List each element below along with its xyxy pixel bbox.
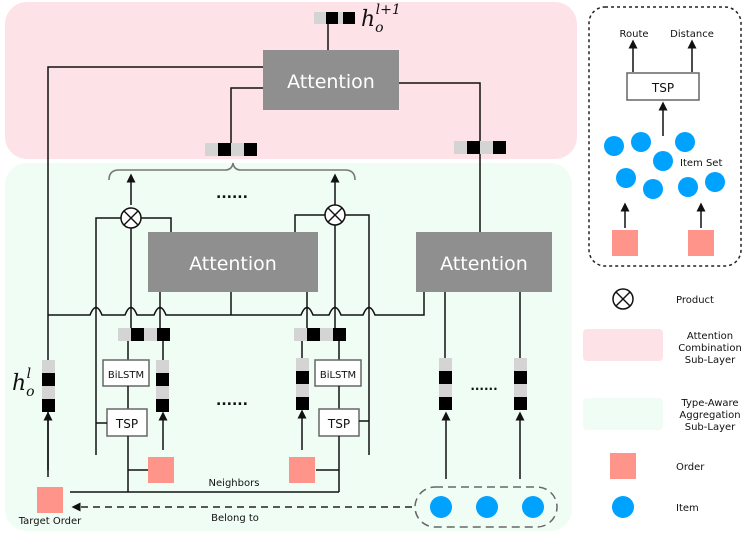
item-set-label: Item Set — [680, 158, 722, 169]
svg-text:Item: Item — [676, 503, 699, 514]
inset-item — [616, 168, 636, 188]
neighbor-order-vector-right — [296, 358, 309, 410]
neighbor-order-left — [148, 457, 174, 483]
target-order-vector — [42, 360, 55, 412]
aggregated-vector-left — [205, 143, 257, 156]
tsp-label-right: TSP — [327, 417, 350, 431]
left-attention-block — [148, 232, 318, 292]
input-vector-label: hol — [12, 366, 35, 400]
right-attention-block — [416, 232, 552, 292]
legend-aggregation-layer: Type-Aware Aggregation Sub-Layer — [583, 398, 741, 433]
item-icon — [612, 496, 634, 518]
left-attention-label: Attention — [189, 253, 277, 275]
distance-label: Distance — [670, 29, 714, 40]
inset-tsp-label: TSP — [651, 81, 674, 95]
neighbor-order-vector-left — [156, 360, 169, 412]
inset-item — [678, 177, 698, 197]
item — [522, 496, 544, 518]
neighbors-label: Neighbors — [209, 478, 260, 489]
inset-item — [643, 179, 663, 199]
product-node-left — [120, 207, 142, 229]
neighbor-vector-right — [294, 328, 346, 341]
inset-item — [631, 132, 651, 152]
svg-text:Sub-Layer: Sub-Layer — [685, 355, 736, 366]
top-attention-label: Attention — [287, 71, 375, 93]
item — [476, 496, 498, 518]
item-vector-right — [514, 358, 527, 410]
inset-item — [675, 132, 695, 152]
target-order-label: Target Order — [18, 516, 82, 527]
right-attention-label: Attention — [440, 253, 528, 275]
inset-tsp-box — [626, 72, 700, 101]
svg-text:Product: Product — [676, 295, 714, 306]
route-label: Route — [619, 29, 648, 40]
legend-product: Product — [612, 288, 714, 310]
inset-item — [653, 151, 673, 171]
belong-to-label: Belong to — [211, 513, 259, 524]
ellipsis-top: ...... — [216, 186, 248, 202]
output-vector — [314, 12, 355, 24]
tsp-box-right — [318, 408, 360, 437]
legend-item: Item — [612, 496, 699, 518]
neighbor-order-right — [289, 457, 315, 483]
svg-text:Attention: Attention — [687, 331, 733, 342]
ellipsis-items: ...... — [470, 379, 497, 393]
ellipsis-middle: ...... — [216, 393, 248, 409]
top-attention-block — [263, 50, 399, 110]
target-order — [37, 487, 63, 513]
svg-text:Combination: Combination — [678, 343, 742, 354]
svg-text:Order: Order — [676, 462, 705, 473]
legend-attention-layer: Attention Combination Sub-Layer — [583, 329, 742, 366]
bilstm-label-left: BiLSTM — [108, 370, 144, 381]
svg-text:Sub-Layer: Sub-Layer — [685, 422, 736, 433]
product-node-right — [324, 204, 346, 226]
aggregated-vector-right — [454, 141, 506, 154]
svg-text:Type-Aware: Type-Aware — [680, 398, 738, 409]
svg-text:Aggregation: Aggregation — [679, 410, 740, 421]
bilstm-box-left — [102, 359, 150, 387]
inset-item — [604, 136, 624, 156]
output-vector-label: hol+1 — [361, 2, 401, 36]
legend: Product Attention Combination Sub-Layer … — [583, 288, 742, 518]
item-set-group — [414, 486, 558, 528]
type-aware-aggregation-sublayer — [5, 163, 572, 531]
order-icon — [610, 453, 636, 479]
neighbor-vector-left — [118, 328, 170, 341]
bilstm-label-right: BiLSTM — [320, 370, 356, 381]
item — [430, 496, 452, 518]
item-vector-left — [439, 358, 452, 410]
tsp-inset — [588, 6, 742, 267]
query-line — [48, 292, 425, 316]
inset-item — [705, 172, 725, 192]
tsp-box-left — [106, 408, 148, 437]
tsp-label-left: TSP — [115, 417, 138, 431]
aggregation-brace — [108, 162, 356, 181]
legend-order: Order — [610, 453, 705, 479]
bilstm-box-right — [314, 359, 362, 387]
inset-order — [612, 230, 638, 256]
inset-order — [688, 230, 714, 256]
